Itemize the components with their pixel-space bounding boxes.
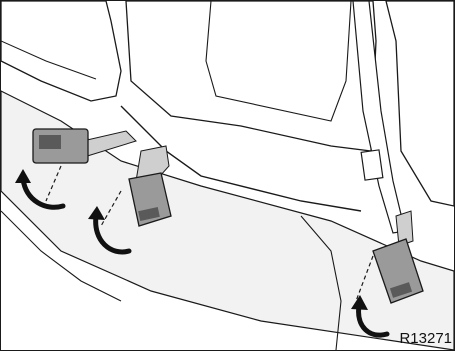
center-seatback (126, 1, 376, 151)
right-seatback (386, 1, 454, 206)
belt-guide (361, 150, 383, 180)
left-seatback (1, 1, 121, 101)
figure-code: R13271 (399, 331, 452, 346)
left-buckle-slot (39, 135, 61, 149)
